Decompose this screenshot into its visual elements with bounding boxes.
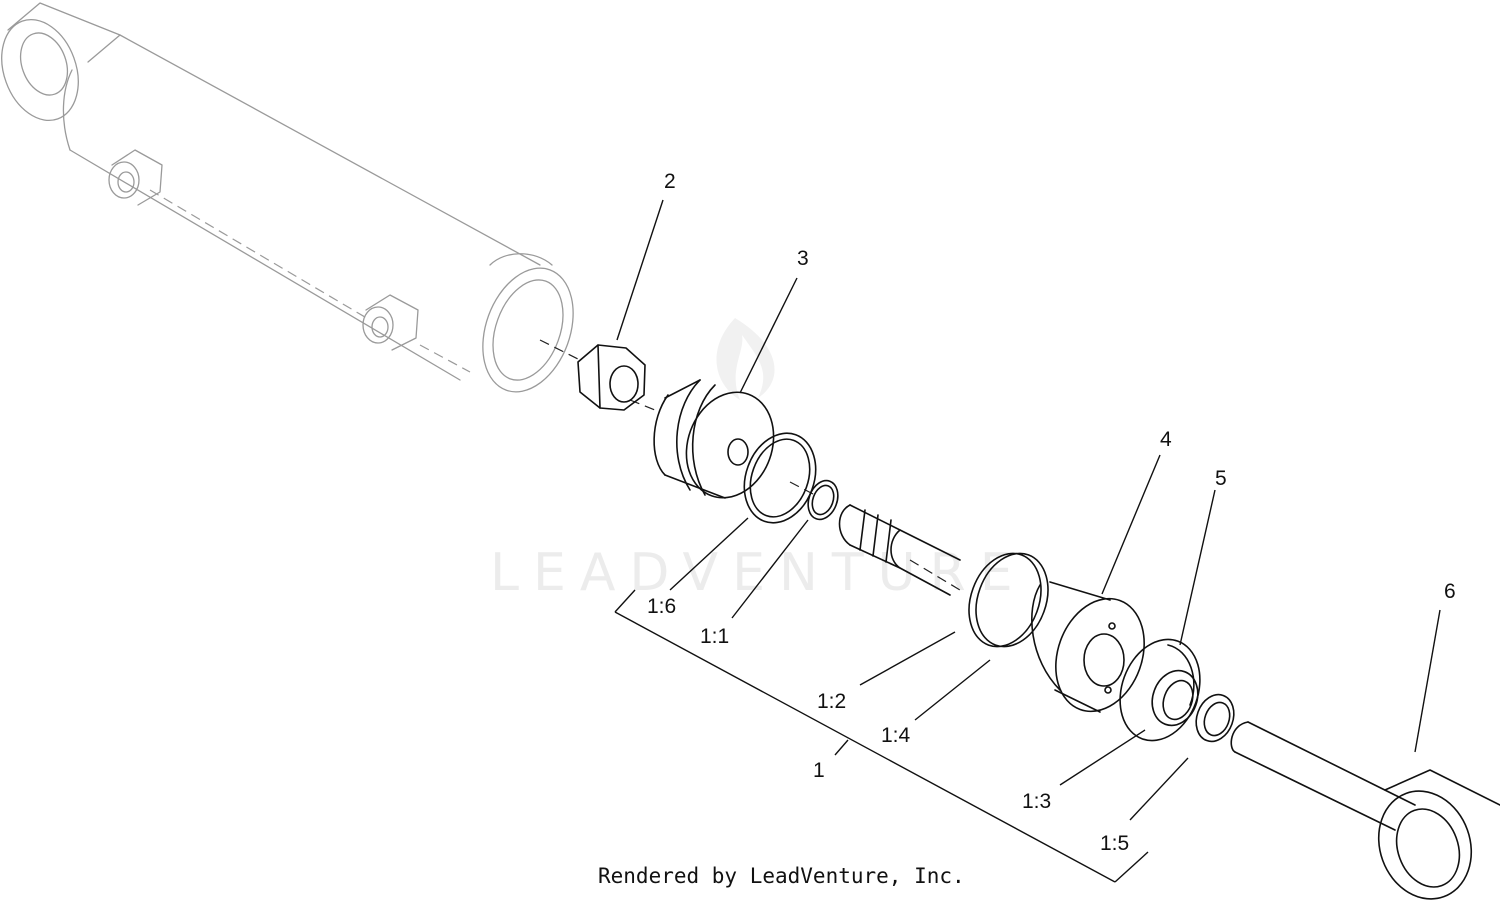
port-fitting-lower xyxy=(362,294,419,351)
callout-5: 5 xyxy=(1215,467,1227,490)
cylinder-barrel xyxy=(1,2,574,393)
callout-1-1: 1:1 xyxy=(700,625,729,648)
watermark-logo: LEADVENTURE xyxy=(490,318,1027,603)
piston-part xyxy=(1031,581,1145,713)
callout-1-2: 1:2 xyxy=(817,690,846,713)
callout-1-3: 1:3 xyxy=(1022,790,1051,813)
callout-2: 2 xyxy=(664,170,676,193)
callout-1-4: 1:4 xyxy=(881,724,911,747)
oring-1-1-part xyxy=(807,479,839,521)
callout-labels: 2 3 4 5 6 1:6 1:1 1:2 1:4 1 1:3 1:5 xyxy=(647,170,1456,855)
assembly-axis-4 xyxy=(909,559,961,591)
callout-1: 1 xyxy=(813,759,825,782)
callout-6: 6 xyxy=(1444,580,1456,603)
watermark-text: LEADVENTURE xyxy=(490,543,1027,603)
port-fitting-upper xyxy=(108,149,163,206)
gland-part xyxy=(653,379,775,499)
callout-4: 4 xyxy=(1160,428,1172,451)
render-credit: Rendered by LeadVenture, Inc. xyxy=(598,864,965,888)
callout-1-5: 1:5 xyxy=(1100,832,1129,855)
piston-rod-part xyxy=(838,504,961,596)
rod-end-part xyxy=(1230,721,1500,900)
leader-lines xyxy=(614,199,1441,883)
bushing-1-3-part xyxy=(1151,669,1199,727)
callout-1-6: 1:6 xyxy=(647,595,676,618)
ring-1-5-part xyxy=(1195,693,1235,743)
callout-3: 3 xyxy=(797,247,809,270)
hex-nut-part xyxy=(577,344,646,411)
backup-ring-1-2-part xyxy=(968,552,1049,648)
assembly-axis-1 xyxy=(539,339,581,361)
